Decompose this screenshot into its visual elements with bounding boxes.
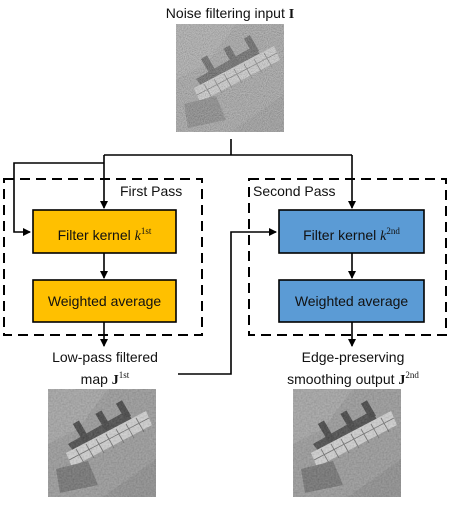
first-average-label: Weighted average <box>47 293 162 309</box>
second-kernel-label: Filter kernel k2nd <box>303 226 400 244</box>
input-title: Noise filtering input I <box>120 5 340 23</box>
lowpass-caption: Low-pass filtered map J1st <box>52 349 158 388</box>
first-kernel-box <box>32 209 177 254</box>
lowpass-map-image <box>47 388 157 498</box>
second-average-box <box>278 279 425 323</box>
second-pass-title: Second Pass <box>253 183 336 199</box>
output-image <box>292 388 402 498</box>
input-image <box>175 23 285 133</box>
first-kernel-label: Filter kernel k1st <box>57 226 152 244</box>
output-caption: Edge-preserving smoothing output J2nd <box>287 349 419 388</box>
first-pass-title: First Pass <box>120 183 183 199</box>
second-pass-frame <box>248 178 447 336</box>
input-symbol: I <box>288 7 295 22</box>
second-average-label: Weighted average <box>294 293 409 309</box>
first-average-box <box>32 279 177 323</box>
second-kernel-box <box>278 209 425 254</box>
first-pass-frame <box>3 178 203 336</box>
connectors <box>13 139 356 375</box>
input-label: Noise filtering input <box>165 5 285 21</box>
